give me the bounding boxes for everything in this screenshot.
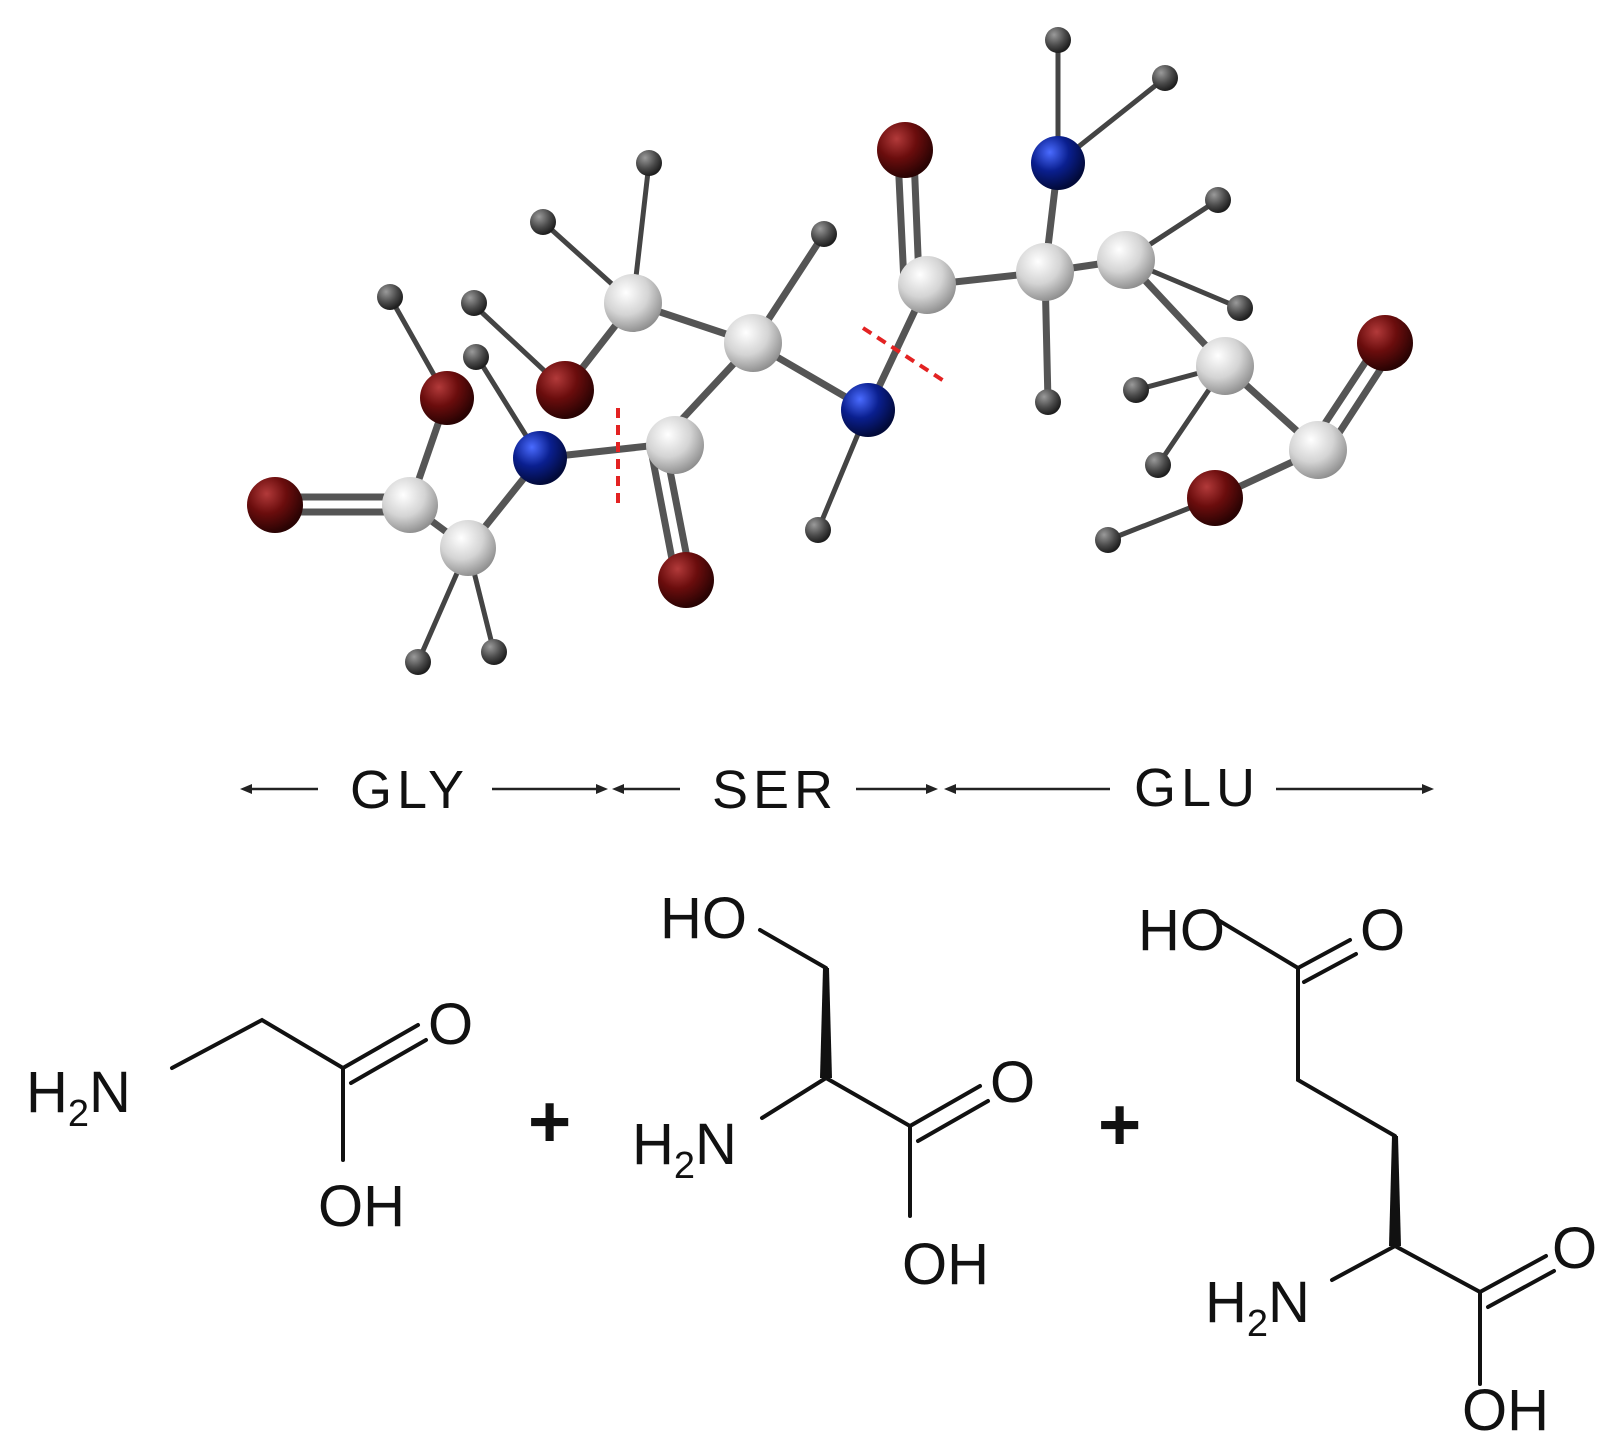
arrow-head-icon	[240, 784, 252, 794]
wedge-bond	[820, 968, 832, 1078]
skeletal-bond	[908, 1084, 982, 1128]
hydrogen-atom	[530, 209, 556, 235]
nitrogen-atom	[1031, 136, 1085, 190]
carbon-atom	[724, 314, 782, 372]
skeletal-bond	[916, 1099, 990, 1143]
skeletal-bond	[1296, 938, 1352, 970]
carbon-atom	[1097, 231, 1155, 289]
glutamate-structure: HO O H2N O OH	[1138, 898, 1597, 1443]
atom-label: H2N	[26, 1060, 131, 1135]
hydrogen-atom	[461, 290, 487, 316]
oxygen-atom	[420, 371, 474, 425]
arrow-head-icon	[1422, 784, 1434, 794]
hydrogen-atom	[405, 649, 431, 675]
skeletal-bond	[1302, 952, 1358, 984]
atom-label: O	[1360, 898, 1405, 963]
skeletal-bond	[1478, 1254, 1548, 1294]
bond	[894, 153, 908, 287]
glycine-structure: H2N O OH	[26, 992, 473, 1239]
skeletal-bond	[1296, 966, 1397, 1138]
hydrogen-atom	[1145, 452, 1171, 478]
hydrogen-atom	[811, 221, 837, 247]
nitrogen-atom	[513, 431, 567, 485]
oxygen-atom	[877, 122, 933, 178]
hydrogen-atom	[481, 639, 507, 665]
atom-label: OH	[1462, 1378, 1549, 1443]
carbon-atom	[1196, 337, 1254, 395]
skeletal-bond	[341, 1023, 420, 1070]
carbon-atom	[440, 520, 496, 576]
arrow-head-icon	[944, 784, 956, 794]
carbon-atoms	[382, 231, 1347, 576]
carbon-atom	[604, 274, 662, 332]
hydrogen-atom	[1123, 377, 1149, 403]
atom-label: OH	[902, 1232, 989, 1297]
hydrogen-atom	[377, 284, 403, 310]
atom-label: HO	[1138, 898, 1225, 963]
arrow-head-icon	[596, 784, 608, 794]
atom-label: OH	[318, 1174, 405, 1239]
hydrogen-atom	[1205, 187, 1231, 213]
residue-label-glu: GLU	[1134, 758, 1260, 818]
arrow-head-icon	[926, 784, 938, 794]
hydrogen-atom	[1227, 295, 1253, 321]
hydrogen-atom	[463, 344, 489, 370]
skeletal-bond	[349, 1038, 428, 1085]
residue-spans: GLY SER GLU	[240, 758, 1434, 820]
wedge-bond	[1389, 1136, 1401, 1246]
residue-label-gly: GLY	[350, 760, 469, 820]
carbon-atom	[646, 416, 704, 474]
hydrogen-atom	[636, 150, 662, 176]
residue-label-ser: SER	[712, 760, 838, 820]
nitrogen-atoms	[513, 136, 1085, 485]
skeletal-bond	[758, 928, 828, 970]
atom-label: O	[990, 1050, 1035, 1115]
atom-label: O	[428, 992, 473, 1057]
hydrogen-atom	[1035, 389, 1061, 415]
plus-sign: +	[528, 1080, 571, 1163]
arrow-head-icon	[612, 784, 624, 794]
hydrogen-atoms	[377, 27, 1253, 675]
oxygen-atom	[247, 477, 303, 533]
skeletal-bond	[1330, 1243, 1482, 1386]
hydrogen-atom	[1045, 27, 1071, 53]
oxygen-atom	[1187, 470, 1243, 526]
oxygen-atom	[536, 361, 594, 419]
ball-and-stick-model	[247, 27, 1413, 675]
oxygen-atoms	[247, 122, 1413, 608]
nitrogen-atom	[841, 383, 895, 437]
carbon-atom	[898, 256, 956, 314]
hydrogen-atom	[1152, 65, 1178, 91]
atom-label: H2N	[632, 1112, 737, 1187]
carbon-atom	[1289, 421, 1347, 479]
carbon-atom	[1016, 243, 1074, 301]
carbon-atom	[382, 477, 438, 533]
skeletal-bond	[1216, 918, 1300, 970]
atom-label: O	[1552, 1216, 1597, 1281]
skeletal-bond	[760, 1075, 912, 1218]
oxygen-atom	[1357, 315, 1413, 371]
atom-label: HO	[660, 886, 747, 951]
plus-sign: +	[1098, 1083, 1141, 1166]
atom-label: H2N	[1205, 1270, 1310, 1345]
skeletal-bond	[1486, 1269, 1556, 1309]
skeletal-bond	[170, 1017, 345, 1162]
serine-structure: HO H2N O OH	[632, 886, 1035, 1297]
hydrogen-atom	[805, 517, 831, 543]
hydrogen-atom	[1095, 527, 1121, 553]
oxygen-atom	[658, 552, 714, 608]
